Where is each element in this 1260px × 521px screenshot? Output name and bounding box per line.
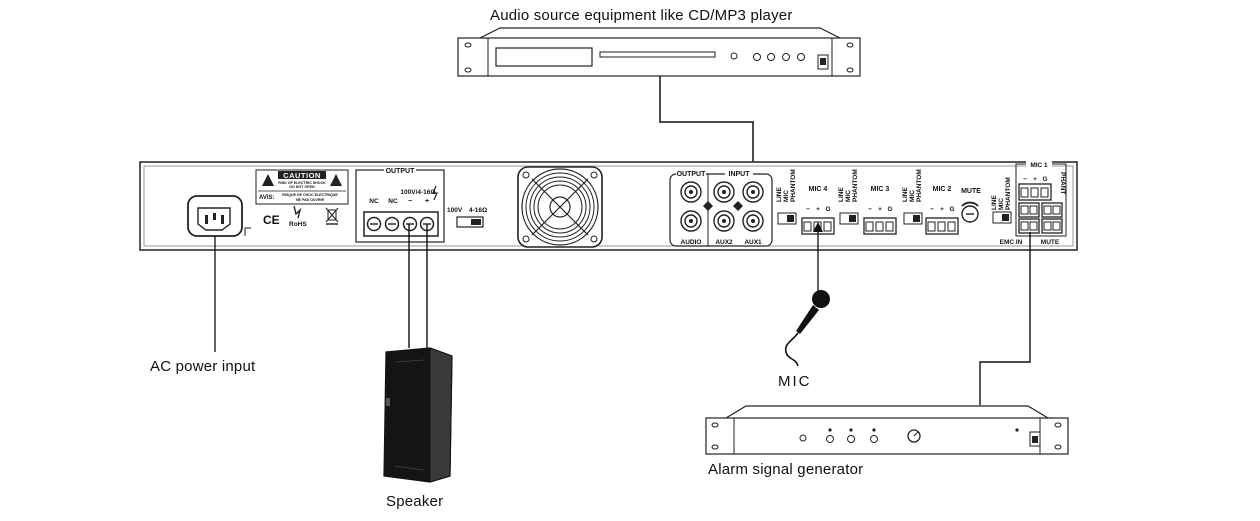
label-ac-power: AC power input xyxy=(150,358,256,375)
microphone-icon xyxy=(784,290,830,367)
svg-text:LINE: LINE xyxy=(838,187,845,202)
weee-bin-icon xyxy=(325,207,339,225)
svg-text:MIC: MIC xyxy=(998,198,1005,210)
io-audio-label: AUDIO xyxy=(681,239,702,246)
svg-text:+: + xyxy=(878,206,882,213)
svg-text:PHANTOM: PHANTOM xyxy=(1005,177,1012,210)
avis-line1: RISQUE DE CHOC ELECTRIQUE xyxy=(282,193,338,197)
mute-label: MUTE xyxy=(961,188,981,195)
svg-text:LINE: LINE xyxy=(991,195,998,210)
io-aux2-label: AUX2 xyxy=(715,239,733,246)
cooling-fan xyxy=(517,166,603,248)
rca-io-block: OUTPUT INPUT xyxy=(669,170,773,247)
avis-line2: NE PAS OUVRIR xyxy=(296,198,324,202)
speaker-cabinet xyxy=(383,347,453,483)
svg-text:LINE: LINE xyxy=(902,187,909,202)
svg-text:−: − xyxy=(806,206,810,213)
svg-text:−: − xyxy=(868,206,872,213)
mic-cable-arrow xyxy=(813,222,823,232)
rca-output-top xyxy=(680,181,702,203)
label-speaker: Speaker xyxy=(386,493,443,510)
mute-bottom-label: MUTE xyxy=(1041,239,1060,246)
svg-text:+: + xyxy=(1033,176,1037,183)
caution-title: CAUTION xyxy=(283,171,321,180)
alarm-signal-generator xyxy=(705,405,1069,455)
ac-power-inlet xyxy=(187,195,251,237)
io-output-label: OUTPUT xyxy=(677,171,707,178)
svg-text:−: − xyxy=(1023,176,1027,183)
svg-text:G: G xyxy=(1042,176,1047,183)
caution-label: CAUTION RISK OF ELECTRIC SHOCK DO NOT OP… xyxy=(255,169,349,205)
rca-aux1 xyxy=(742,210,764,232)
label-alarm-generator: Alarm signal generator xyxy=(708,461,863,478)
svg-text:MIC: MIC xyxy=(783,190,790,202)
cable-alarm-to-emc xyxy=(979,232,1031,405)
mic2-label: MIC 2 xyxy=(933,186,952,193)
svg-text:G: G xyxy=(949,206,954,213)
mic3-label: MIC 3 xyxy=(871,186,890,193)
impedance-switch: 100V 4-16Ω xyxy=(447,207,487,228)
output-nc2: NC xyxy=(388,198,398,205)
mic1-emc-block: LINE MIC PHANTOM MIC 1 PHANT − + G EMC I… xyxy=(991,161,1067,246)
rca-aux1-top xyxy=(742,181,764,203)
svg-text:+: + xyxy=(816,206,820,213)
label-mic: MIC xyxy=(778,373,812,390)
output-plus: + xyxy=(425,198,429,205)
mic3-input: LINE MIC PHANTOM MIC 3 − + G xyxy=(838,169,897,235)
emc-in-label: EMC IN xyxy=(1000,239,1023,246)
svg-text:−: − xyxy=(930,206,934,213)
svg-text:RoHS: RoHS xyxy=(289,221,307,228)
svg-text:G: G xyxy=(887,206,892,213)
speaker-cables xyxy=(408,224,428,348)
cd-mp3-player xyxy=(457,27,861,77)
svg-text:MIC: MIC xyxy=(845,190,852,202)
mic1-label: MIC 1 xyxy=(1030,162,1048,169)
output-nc1: NC xyxy=(369,198,379,205)
mute-knob: MUTE xyxy=(961,188,981,223)
ce-mark: CE xyxy=(263,213,280,227)
mic2-input: LINE MIC PHANTOM MIC 2 − + G xyxy=(902,169,959,235)
switch-100v-label: 100V xyxy=(447,207,463,214)
svg-text:PHANT: PHANT xyxy=(1059,172,1066,194)
rca-aux2-top xyxy=(713,181,735,203)
svg-text:MIC: MIC xyxy=(909,190,916,202)
svg-text:LINE: LINE xyxy=(776,187,783,202)
label-audio-source: Audio source equipment like CD/MP3 playe… xyxy=(490,7,793,24)
output-minus: − xyxy=(408,198,412,205)
io-input-label: INPUT xyxy=(729,171,751,178)
svg-text:PHANTOM: PHANTOM xyxy=(790,169,797,202)
svg-text:+: + xyxy=(940,206,944,213)
speaker-output-block: OUTPUT NC NC − + 100V/4-16Ω xyxy=(355,167,445,243)
output-spec: 100V/4-16Ω xyxy=(400,189,435,196)
output-title: OUTPUT xyxy=(386,168,416,175)
svg-text:PHANTOM: PHANTOM xyxy=(916,169,923,202)
rca-audio xyxy=(680,210,702,232)
avis-label: AVIS: xyxy=(259,195,275,201)
switch-4-16-label: 4-16Ω xyxy=(469,207,487,214)
io-aux1-label: AUX1 xyxy=(744,239,762,246)
mic4-label: MIC 4 xyxy=(809,186,828,193)
rca-aux2 xyxy=(713,210,735,232)
rohs-mark: RoHS xyxy=(289,205,307,228)
svg-text:G: G xyxy=(825,206,830,213)
svg-text:PHANTOM: PHANTOM xyxy=(852,169,859,202)
caution-line1: RISK OF ELECTRIC SHOCK xyxy=(278,181,326,185)
caution-line2: DO NOT OPEN xyxy=(289,185,315,189)
